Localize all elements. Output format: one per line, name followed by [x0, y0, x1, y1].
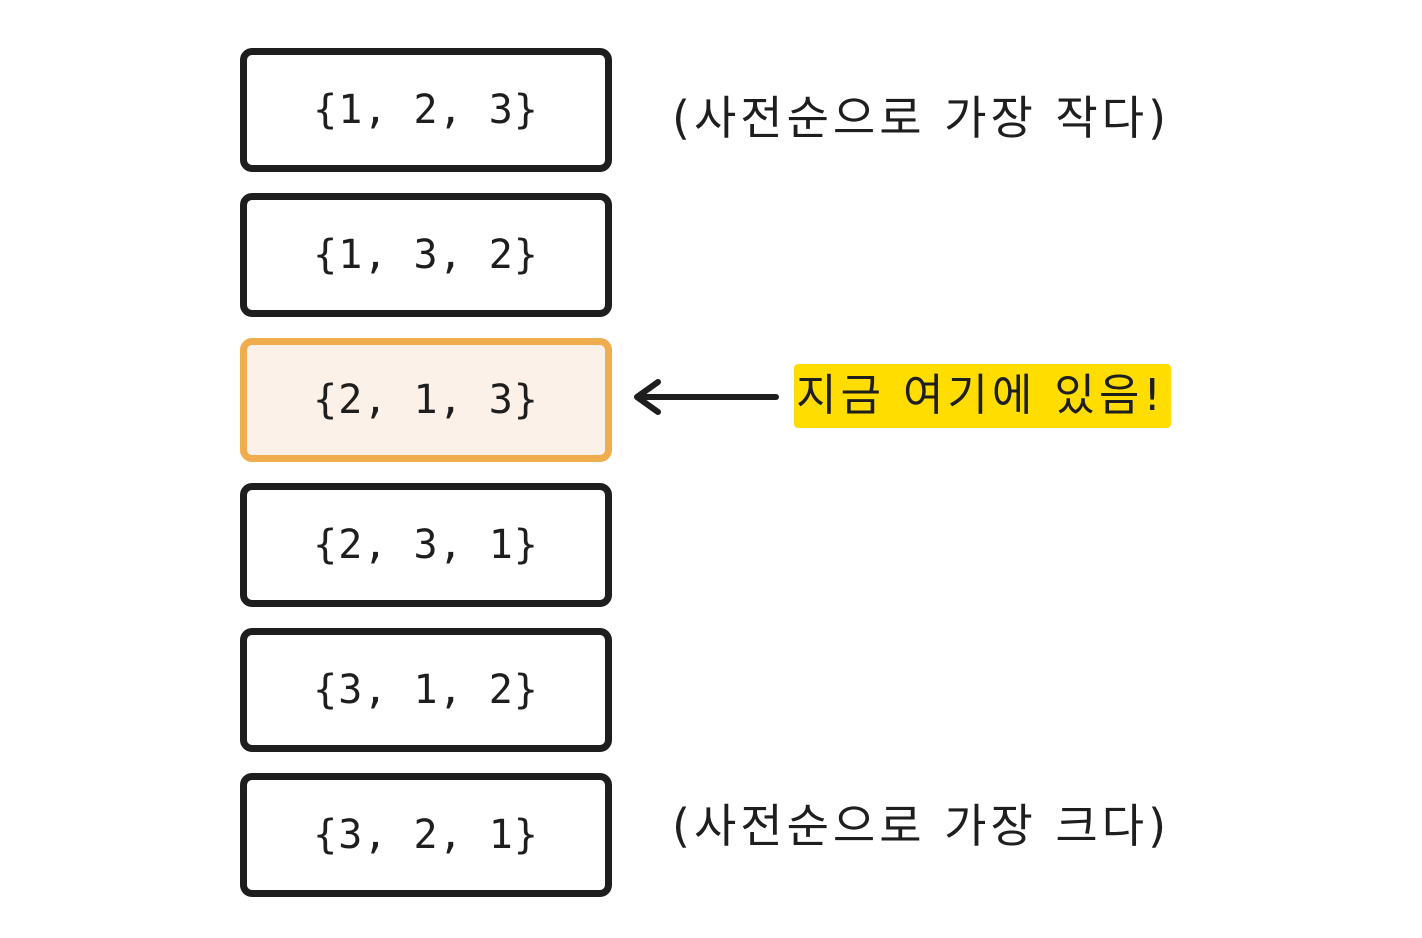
- permutation-label: {1, 2, 3}: [313, 87, 539, 133]
- largest-note: (사전순으로 가장 크다): [672, 799, 1171, 853]
- permutation-box-1: {1, 2, 3}: [240, 48, 612, 172]
- left-arrow-icon: [634, 379, 779, 415]
- permutation-label: {3, 2, 1}: [313, 812, 539, 858]
- permutation-label: {2, 3, 1}: [313, 522, 539, 568]
- permutation-label: {2, 1, 3}: [313, 377, 539, 423]
- smallest-note: (사전순으로 가장 작다): [672, 91, 1171, 145]
- permutation-label: {3, 1, 2}: [313, 667, 539, 713]
- permutation-box-4: {2, 3, 1}: [240, 483, 612, 607]
- permutation-box-current: {2, 1, 3}: [240, 338, 612, 462]
- permutation-box-5: {3, 1, 2}: [240, 628, 612, 752]
- permutation-label: {1, 3, 2}: [313, 232, 539, 278]
- permutation-box-2: {1, 3, 2}: [240, 193, 612, 317]
- permutation-box-6: {3, 2, 1}: [240, 773, 612, 897]
- current-position-label: 지금 여기에 있음!: [794, 364, 1171, 428]
